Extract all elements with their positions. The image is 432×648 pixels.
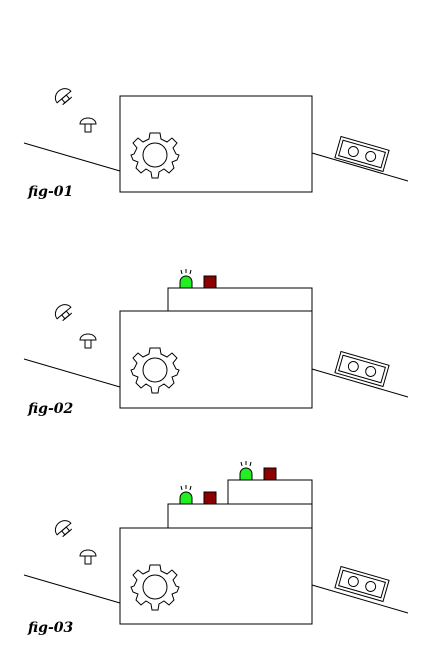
button-icon — [54, 304, 73, 322]
button-icon — [54, 520, 73, 538]
main-box — [119, 95, 313, 193]
led-red-icon — [263, 467, 277, 481]
slope-line — [311, 584, 409, 614]
slope-line — [23, 574, 121, 604]
figure-label: fig-02 — [27, 401, 74, 417]
led-green-icon — [179, 269, 193, 289]
figure-label: fig-01 — [27, 184, 73, 200]
mushroom-icon — [79, 549, 97, 565]
button-icon — [54, 88, 73, 106]
led-green-icon — [239, 461, 253, 481]
gear-icon — [130, 132, 180, 179]
figure-2: fig-02 — [23, 269, 409, 417]
gear-icon — [130, 564, 180, 611]
led-green-icon — [179, 485, 193, 505]
main-box — [119, 527, 313, 625]
figure-3: fig-03 — [23, 461, 409, 636]
double-socket-icon — [334, 350, 390, 388]
double-socket-icon — [334, 565, 390, 603]
led-red-icon — [203, 491, 217, 505]
slope-line — [311, 368, 409, 398]
double-socket-icon — [334, 135, 390, 173]
figure-1: fig-01 — [23, 88, 409, 200]
mushroom-icon — [79, 333, 97, 349]
mushroom-icon — [79, 117, 97, 133]
led-red-icon — [203, 275, 217, 289]
slope-line — [311, 152, 409, 182]
slope-line — [23, 358, 121, 388]
stacked-module — [227, 479, 313, 505]
stacked-module — [167, 287, 313, 312]
stacked-module — [167, 503, 313, 529]
gear-icon — [130, 347, 180, 394]
figure-label: fig-03 — [27, 620, 74, 636]
slope-line — [23, 142, 121, 172]
